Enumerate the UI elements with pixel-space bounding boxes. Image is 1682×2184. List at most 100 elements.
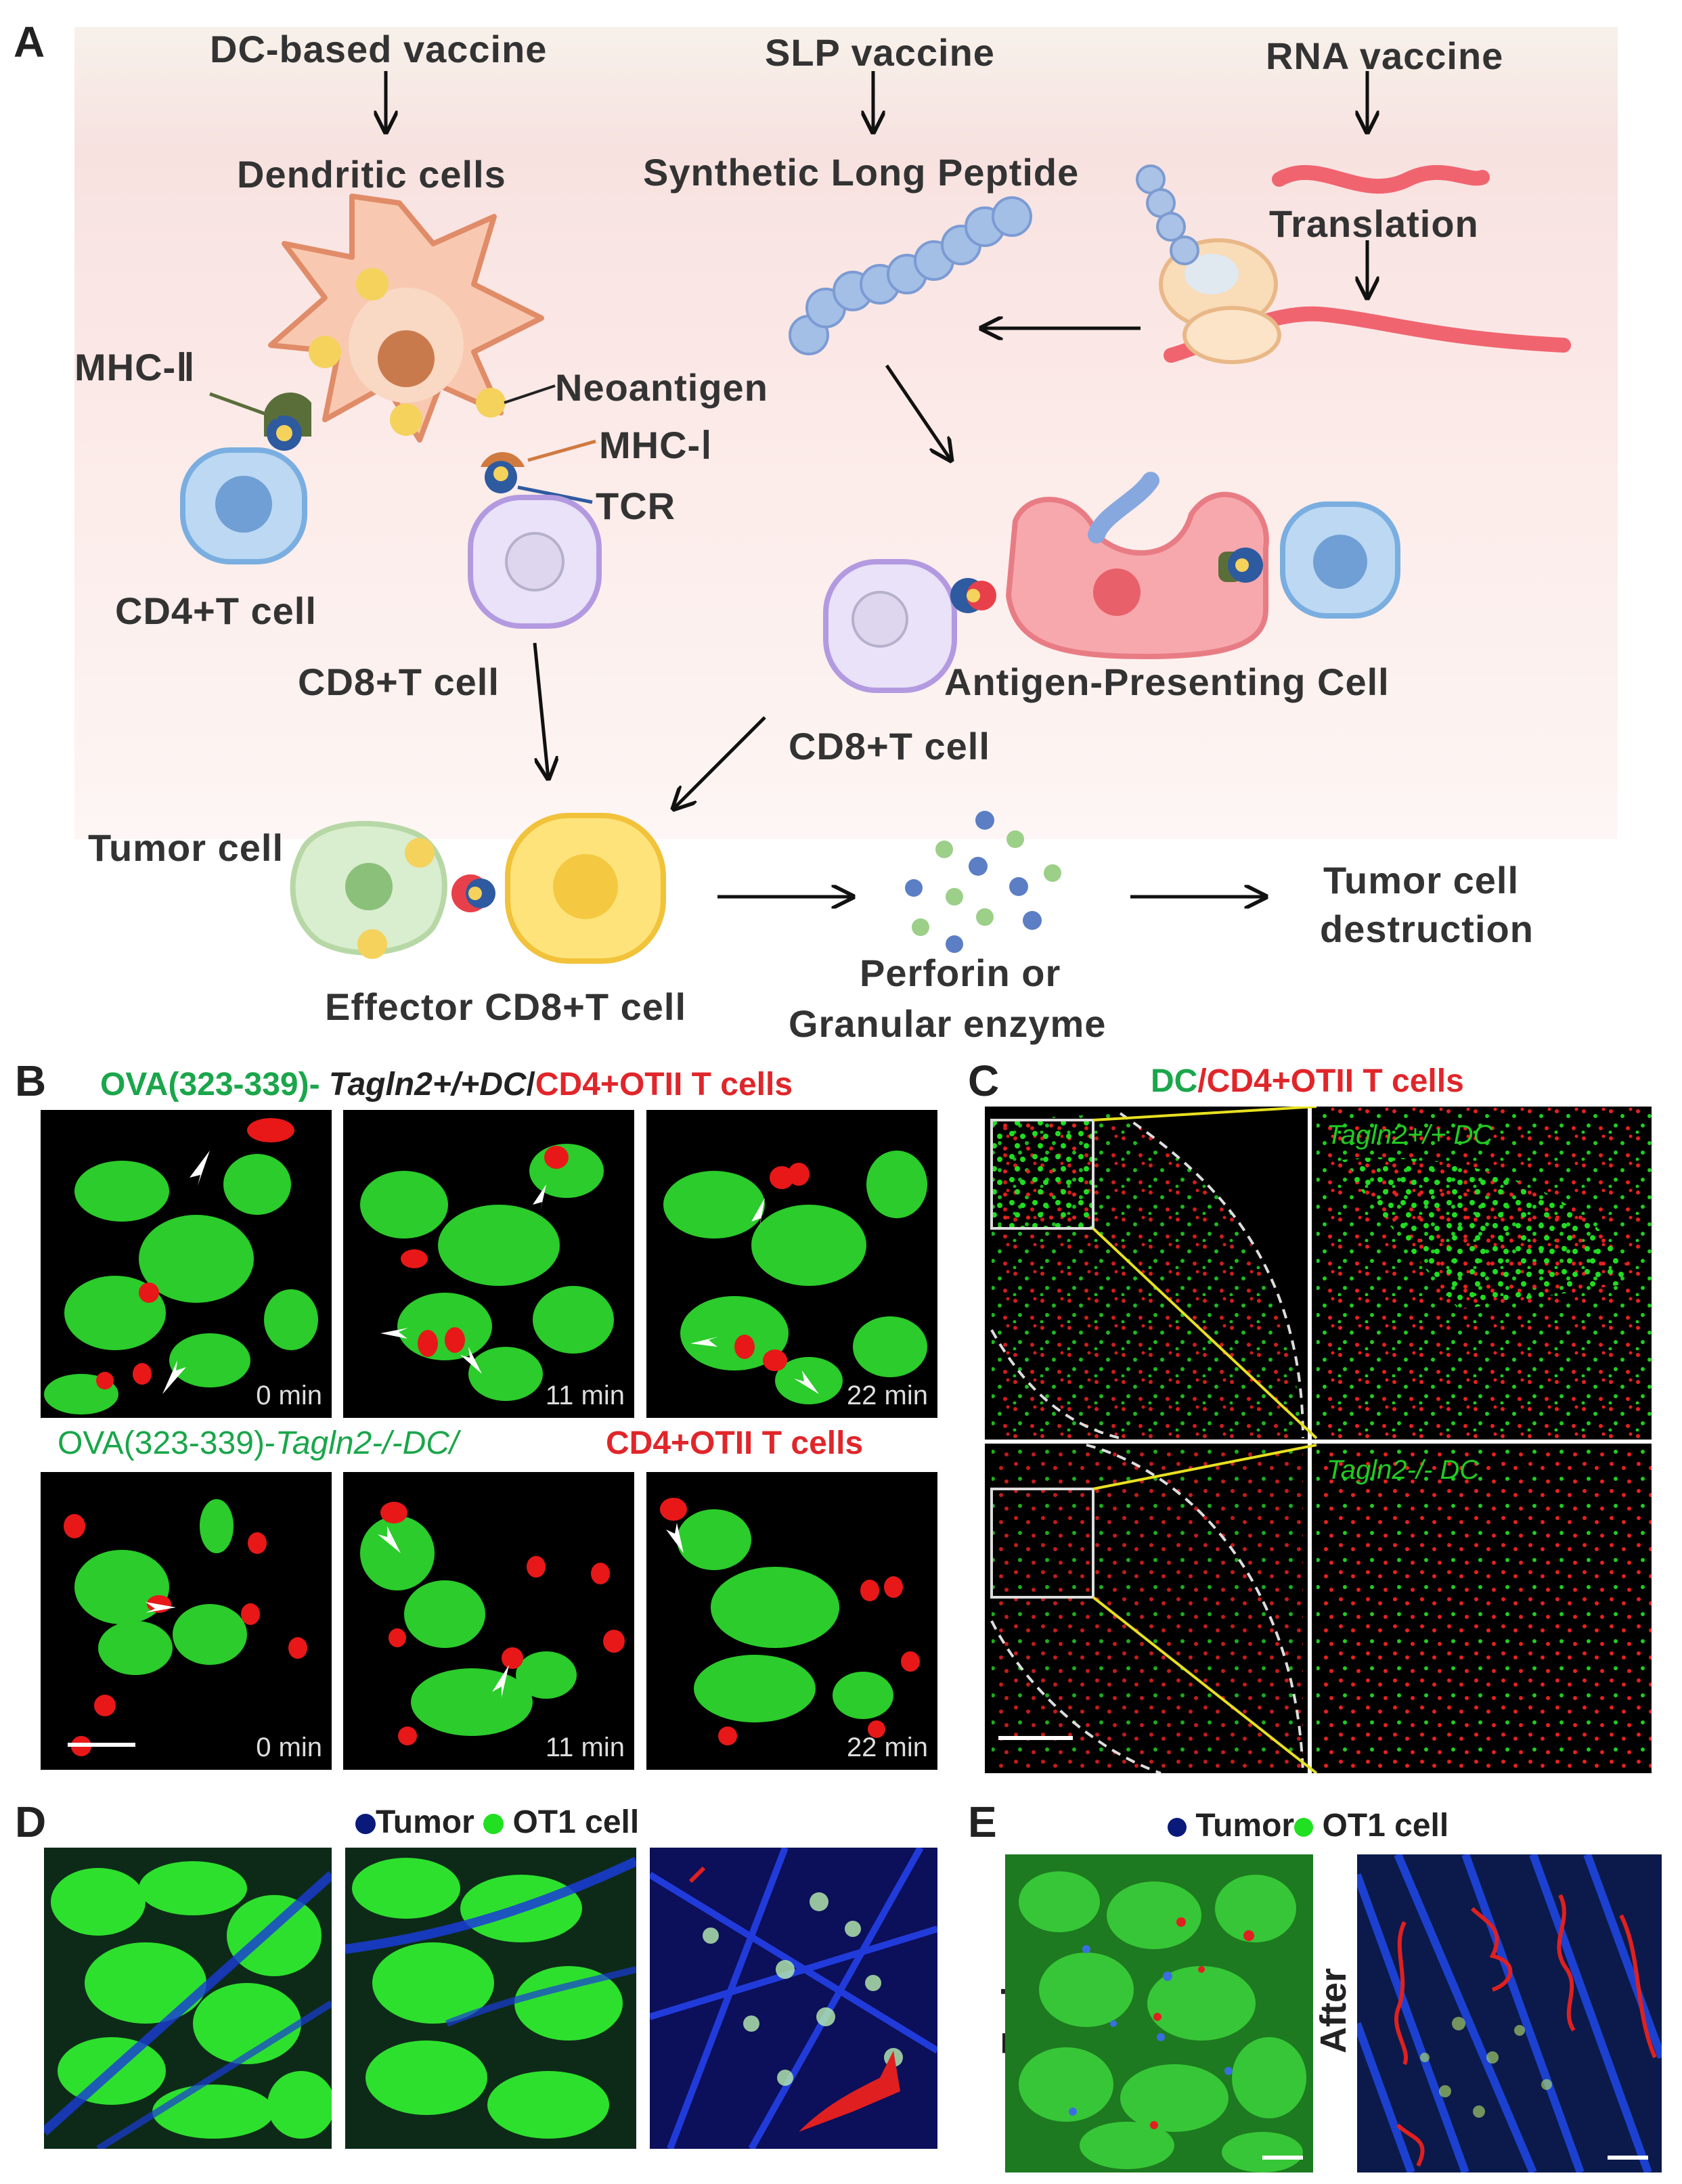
arrow-peptide-to-apc xyxy=(885,364,951,460)
dc-vaccine-label: DC-based vaccine xyxy=(210,28,548,70)
ot1-legend-dot xyxy=(1294,1818,1314,1837)
panel-d-letter: D xyxy=(15,1798,47,1846)
tumor-effector-synapse xyxy=(451,874,495,912)
dendritic-cells-label: Dendritic cells xyxy=(237,153,506,196)
timestamp: 0 min xyxy=(256,1381,322,1410)
dendritic-cell xyxy=(268,194,544,443)
panel-d-legend-tumor: Tumor xyxy=(376,1804,474,1840)
synthetic-long-peptide-label: Synthetic Long Peptide xyxy=(643,151,1080,194)
cd4-t-cell-right xyxy=(1218,502,1400,619)
panel-e-legend-ot1: OT1 cell xyxy=(1322,1808,1449,1844)
panel-b-top-caption-slash: / xyxy=(526,1067,535,1102)
ot1-legend-dot xyxy=(483,1814,504,1835)
cell-field xyxy=(360,1144,614,1401)
timestamp: 11 min xyxy=(545,1733,625,1762)
panel-b-top-caption-green: OVA(323-339)- xyxy=(100,1067,329,1102)
tumor-field xyxy=(44,1848,332,2149)
panel-b-bottom-frame-2: 22 min xyxy=(646,1472,937,1770)
tumor-legend-dot xyxy=(355,1814,376,1835)
perforin-particles xyxy=(905,811,1061,953)
timestamp: 11 min xyxy=(545,1381,625,1410)
destruction-label-line2: destruction xyxy=(1320,908,1534,950)
cd8-t-cell-right xyxy=(823,559,996,693)
tumor-cell-shape xyxy=(290,820,447,959)
tumor-field xyxy=(1005,1854,1313,2172)
panel-d-legend-ot1: OT1 cell xyxy=(512,1804,640,1840)
panel-e-after-label: After xyxy=(1313,1968,1354,2054)
cd8-t-cell-right-label: CD8+T cell xyxy=(789,725,990,767)
panel-b-top-caption-italic: Tagln2+/+DC xyxy=(328,1067,527,1102)
synthetic-peptide-chain xyxy=(789,196,1032,355)
panel-b-bottom-caption-left: OVA(323-339)-Tagln2-/-DC/ xyxy=(58,1425,458,1462)
panel-b-bottom-caption-red: CD4+OTII T cells xyxy=(606,1425,864,1461)
panel-a-background xyxy=(74,27,1618,839)
cell-field xyxy=(663,1151,927,1404)
rna-strand-top xyxy=(1272,164,1490,194)
cd4-t-cell-label: CD4+T cell xyxy=(115,589,317,632)
panel-c-caption: DC/CD4+OTII T cells xyxy=(1151,1063,1464,1100)
tumor-cell-label: Tumor cell xyxy=(88,826,284,869)
panel-b-top-frame-2: 22 min xyxy=(646,1110,937,1418)
panel-a-letter: A xyxy=(14,18,45,66)
tumor-field xyxy=(1357,1854,1662,2172)
panel-e-letter: E xyxy=(968,1798,997,1846)
panel-b-bottom-frame-1: 11 min xyxy=(343,1472,634,1770)
panel-c-bottom-label: Tagln2-/- DC xyxy=(1327,1455,1480,1485)
panel-b-letter: B xyxy=(15,1056,47,1105)
perforin-label-line2: Granular enzyme xyxy=(789,1002,1107,1045)
panel-d-legend: Tumor OT1 cell xyxy=(355,1804,639,1841)
panel-c-image: Tagln2+/+ DC Tagln2-/- DC xyxy=(985,1107,1652,1773)
apc-label: Antigen-Presenting Cell xyxy=(944,661,1390,703)
cell-field xyxy=(360,1502,625,1745)
perforin-label-line1: Perforin or xyxy=(860,952,1061,994)
mhc2-complex xyxy=(209,392,311,451)
timestamp: 22 min xyxy=(846,1733,928,1762)
apc-peptide xyxy=(1088,472,1159,543)
mhc2-label: MHC-Ⅱ xyxy=(74,346,196,388)
panel-d-image-1 xyxy=(345,1848,636,2149)
arrow-cd8-to-effector xyxy=(533,642,548,778)
panel-e-legend: Tumor OT1 cell xyxy=(1168,1807,1448,1844)
neoantigen-label: Neoantigen xyxy=(555,366,768,409)
tumor-legend-dot xyxy=(1168,1818,1187,1837)
panel-e-early-image xyxy=(1005,1854,1313,2172)
panel-b-bottom-caption-green: OVA(323-339)- xyxy=(58,1425,275,1461)
timestamp: 22 min xyxy=(846,1381,928,1410)
translation-label: Translation xyxy=(1269,202,1479,245)
panel-c-top-label: Tagln2+/+ DC xyxy=(1327,1120,1493,1150)
panel-b-top-caption-red: CD4+OTII T cells xyxy=(535,1067,793,1102)
panel-c-caption-green: DC xyxy=(1151,1063,1198,1099)
panel-c-letter: C xyxy=(968,1056,1000,1105)
mhc1-complex xyxy=(481,384,596,504)
cd4-t-cell xyxy=(180,447,307,564)
panel-d-image-0 xyxy=(44,1848,332,2149)
tcr-label: TCR xyxy=(596,485,676,527)
panel-d-image-2 xyxy=(650,1848,937,2149)
panel-b-top-caption: OVA(323-339)- Tagln2+/+DC/CD4+OTII T cel… xyxy=(100,1066,793,1103)
panel-e-legend-tumor: Tumor xyxy=(1195,1808,1295,1844)
cell-field xyxy=(660,1498,920,1745)
panel-c-caption-red: /CD4+OTII T cells xyxy=(1197,1063,1464,1099)
panel-b-bottom-frame-0: 0 min xyxy=(41,1472,332,1770)
lymph-node-scan xyxy=(985,1107,1652,1773)
tumor-field xyxy=(650,1848,937,2149)
panel-a-illustration xyxy=(180,71,1571,964)
antigen-presenting-cell xyxy=(1005,472,1269,660)
arrow-apc-to-effector xyxy=(673,716,766,809)
rna-vaccine-label: RNA vaccine xyxy=(1266,35,1504,77)
effector-cd8-t-cell xyxy=(505,813,666,964)
panel-a: A DC-based vaccine SLP vaccine RNA vacci… xyxy=(0,0,1682,1056)
panel-b-top-frame-1: 11 min xyxy=(343,1110,634,1418)
panel-b-bottom-caption-italic: Tagln2-/-DC/ xyxy=(275,1425,459,1461)
slp-vaccine-label: SLP vaccine xyxy=(765,31,995,74)
cell-field xyxy=(44,1118,318,1414)
cd8-t-cell-left-label: CD8+T cell xyxy=(298,661,500,703)
cell-field xyxy=(64,1499,307,1756)
nascent-peptide xyxy=(1136,164,1199,265)
panel-b-top-frame-0: 0 min xyxy=(41,1110,332,1418)
effector-label: Effector CD8+T cell xyxy=(325,985,687,1028)
timestamp: 0 min xyxy=(256,1733,322,1762)
tumor-field xyxy=(345,1848,636,2149)
mhc1-label: MHC-Ⅰ xyxy=(599,424,713,466)
destruction-label-line1: Tumor cell xyxy=(1323,859,1520,901)
